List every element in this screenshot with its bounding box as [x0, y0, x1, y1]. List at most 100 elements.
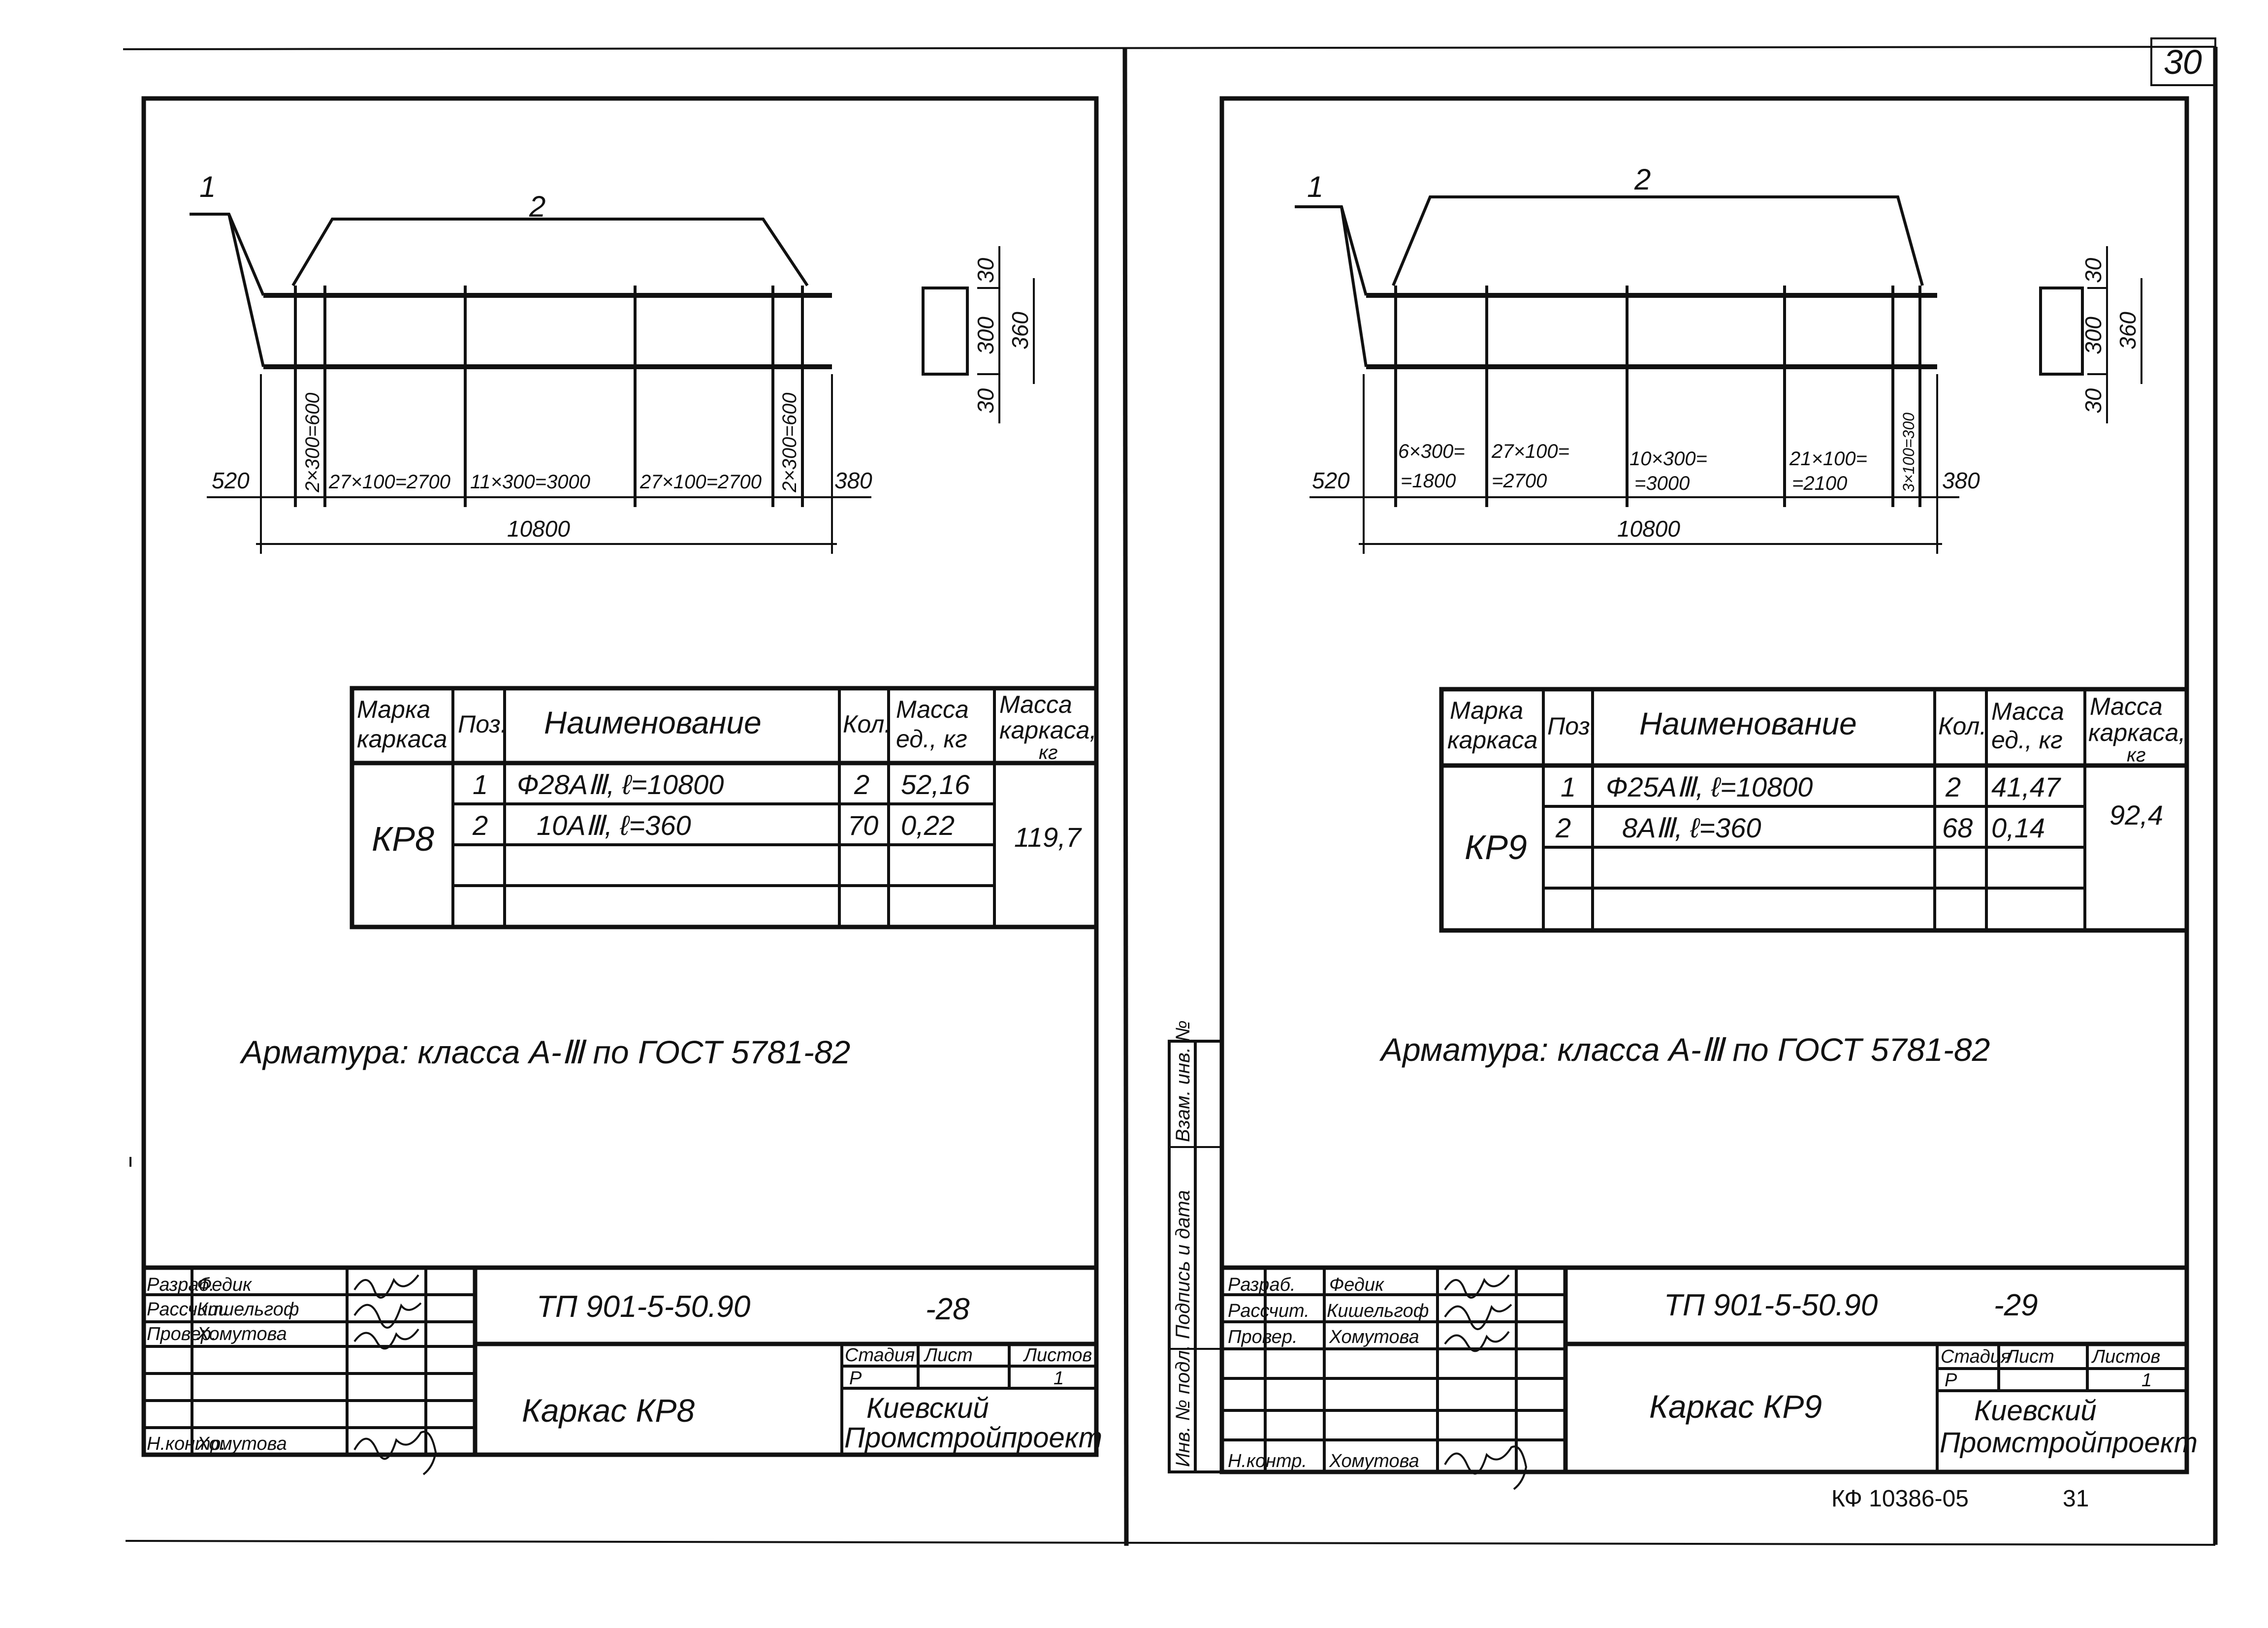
hdr-frame-mass-1: Масса: [999, 691, 1072, 718]
hdr-unit-mass-1: Масса: [1991, 698, 2064, 725]
sheet-right: Инв. № подл. Подпись и дата Взам. инв. №…: [1168, 96, 2198, 1490]
hdr-unit-mass-2: ед., кг: [896, 725, 967, 753]
frame-mass: 92,4: [2109, 799, 2163, 830]
document-code: ТП 901-5-50.90: [537, 1290, 750, 1324]
hdr-unit-mass-2: ед., кг: [1991, 726, 2063, 754]
section-mid: 300: [973, 317, 998, 354]
hdr-frame-mass-3: кг: [1039, 742, 1058, 764]
svg-text:1: 1: [473, 769, 488, 800]
name-norm-control: Хомутова: [196, 1434, 287, 1454]
dim-s4a: 21×100=: [1789, 448, 1867, 470]
reinforcement-note: Арматура: класса А-Ⅲ по ГОСТ 5781-82: [1379, 1031, 1990, 1068]
sheets-header: Листов: [1022, 1345, 1092, 1366]
hdr-frame-mass-1: Масса: [2090, 693, 2163, 720]
hdr-name: Наименование: [544, 705, 762, 740]
table-row: 1 Ф28АⅢ, ℓ=10800 2 52,16: [473, 769, 970, 800]
stage-value: Р: [849, 1368, 862, 1389]
sheet-header: Лист: [923, 1345, 973, 1366]
frame-mass: 119,7: [1014, 822, 1082, 853]
document-sheet-no: -29: [1994, 1288, 2038, 1322]
organization-line-1: Киевский: [866, 1392, 989, 1424]
dim-s1a: 6×300=: [1398, 441, 1465, 462]
stage-header: Стадия: [1941, 1346, 2011, 1367]
page-number-box: 30: [2150, 37, 2216, 86]
hdr-pos: Поз.: [458, 710, 508, 738]
dim-s3a: 10×300=: [1629, 448, 1707, 470]
role-norm-control: Н.контр.: [147, 1434, 226, 1454]
name-checker: Хомутова: [1329, 1327, 1419, 1347]
hdr-mark-1: Марка: [357, 696, 430, 723]
leader-label-2: 2: [1634, 163, 1651, 196]
svg-text:0,14: 0,14: [1991, 812, 2045, 843]
dim-total: 10800: [1617, 516, 1680, 542]
spec-table-kr8: Марка каркаса Поз. Наименование Кол. Мас…: [350, 686, 1099, 929]
signature: [353, 1328, 419, 1350]
section-top: 30: [2080, 257, 2106, 283]
dim-s2b: =2700: [1492, 470, 1547, 492]
dim-left: 520: [212, 468, 250, 493]
document-title: Каркас КР8: [522, 1392, 695, 1429]
dim-s3b: =3000: [1634, 473, 1690, 494]
svg-text:10АⅢ, ℓ=360: 10АⅢ, ℓ=360: [537, 810, 691, 841]
document-code: ТП 901-5-50.90: [1664, 1288, 1878, 1322]
name-checker: Хомутова: [196, 1324, 287, 1344]
organization-line-2: Промстройпроект: [1940, 1427, 2198, 1459]
svg-text:2: 2: [472, 810, 488, 841]
svg-text:1: 1: [1561, 771, 1576, 802]
title-block-kr8: Разраб. Рассчит. Провер. Н.контр. Федик …: [144, 1265, 1102, 1475]
svg-text:2: 2: [854, 769, 869, 800]
hdr-name: Наименование: [1639, 706, 1857, 741]
svg-text:0,22: 0,22: [901, 810, 955, 841]
dim-s3: 11×300=3000: [470, 471, 590, 493]
signature: [1444, 1274, 1510, 1299]
hdr-pos: Поз.: [1547, 712, 1597, 740]
hdr-frame-mass-3: кг: [2127, 744, 2146, 766]
leader-label-1: 1: [199, 170, 216, 203]
leader-label-1: 1: [1307, 170, 1323, 203]
dim-s4b: =2100: [1792, 473, 1847, 494]
hdr-unit-mass-1: Масса: [896, 696, 969, 723]
svg-text:52,16: 52,16: [901, 769, 970, 800]
dim-s2: 27×100=2700: [328, 471, 450, 493]
svg-text:41,47: 41,47: [1991, 771, 2061, 802]
svg-text:2: 2: [1945, 771, 1961, 802]
table-row: 2 10АⅢ, ℓ=360 70 0,22: [472, 810, 955, 841]
stage-value: Р: [1945, 1370, 1957, 1391]
stamp-podp-data: Подпись и дата: [1172, 1190, 1194, 1339]
signature: [353, 1431, 437, 1475]
frame-drawing-kr9: 1 2 520 6×300= =1800 27×100= =2700 10×30…: [1295, 163, 1980, 554]
organization-line-1: Киевский: [1974, 1395, 2097, 1427]
page-number: 30: [2164, 43, 2202, 81]
svg-text:8АⅢ, ℓ=360: 8АⅢ, ℓ=360: [1622, 812, 1761, 843]
frame-mark: КР9: [1465, 828, 1527, 866]
signature: [1444, 1304, 1512, 1330]
spec-table-kr9: Марка каркаса Поз. Наименование Кол. Мас…: [1439, 687, 2189, 933]
svg-text:2: 2: [1555, 812, 1571, 843]
sheet-left: 1 2 520 2×300=600 27×100=2700 11×300=300…: [141, 96, 1102, 1475]
section-total: 360: [1007, 312, 1033, 350]
frame-drawing-kr8: 1 2 520 2×300=600 27×100=2700 11×300=300…: [190, 170, 872, 554]
name-developer: Федик: [197, 1275, 253, 1295]
section-total: 360: [2115, 312, 2140, 350]
name-developer: Федик: [1329, 1275, 1385, 1295]
dim-total: 10800: [507, 516, 570, 542]
cross-section-kr8: 30 300 30 360: [922, 246, 1035, 423]
dim-right: 380: [834, 468, 872, 493]
archive-code: КФ 10386-05: [1831, 1486, 1969, 1512]
signature: [1444, 1445, 1528, 1490]
role-calculator: Рассчит.: [1228, 1301, 1310, 1321]
hdr-qty: Кол.: [843, 710, 891, 738]
name-calculator: Кишельгоф: [197, 1299, 299, 1320]
leader-label-2: 2: [529, 190, 545, 223]
document-title: Каркас КР9: [1649, 1388, 1822, 1425]
sheets-header: Листов: [2091, 1346, 2160, 1367]
name-calculator: Кишельгоф: [1327, 1301, 1429, 1321]
hdr-frame-mass-2: каркаса,: [2088, 719, 2185, 746]
sheets-count: 1: [1054, 1368, 1064, 1389]
dim-s2a: 27×100=: [1491, 441, 1569, 462]
dim-s1: 2×300=600: [302, 393, 323, 493]
svg-text:70: 70: [848, 810, 878, 841]
section-top: 30: [973, 257, 998, 283]
role-norm-control: Н.контр.: [1228, 1451, 1307, 1471]
